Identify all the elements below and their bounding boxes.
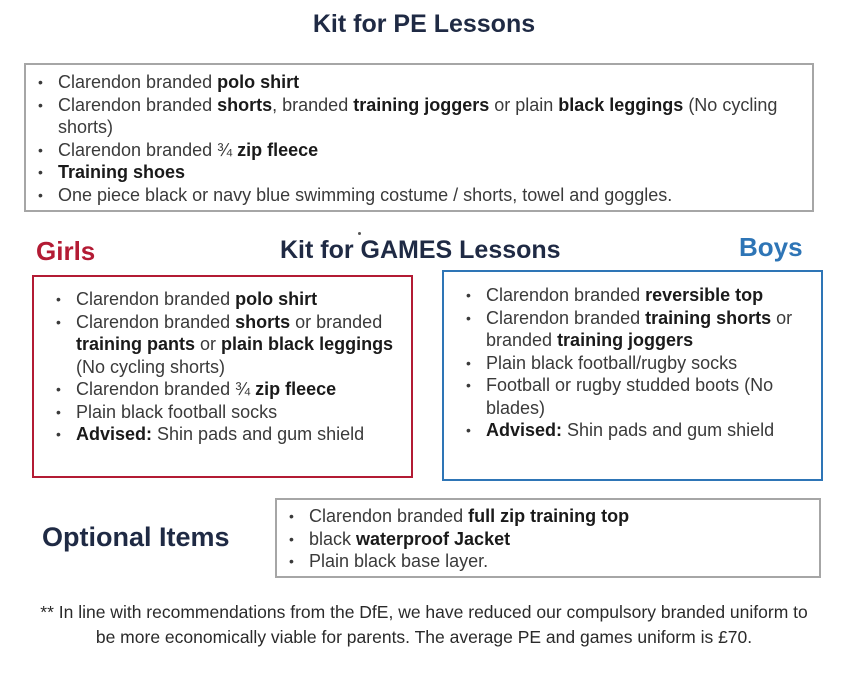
list-item-bold-text: shorts bbox=[235, 311, 291, 332]
boys-label: Boys bbox=[739, 232, 803, 262]
list-item: Plain black base layer. bbox=[287, 550, 811, 573]
list-item-text: or branded bbox=[486, 307, 793, 351]
list-item-text: Clarendon branded bbox=[309, 506, 469, 526]
pe-kit-box: Clarendon branded polo shirtClarendon br… bbox=[24, 63, 814, 212]
list-item-text: Clarendon branded bbox=[486, 285, 646, 305]
list-item-text: Clarendon branded ¾ bbox=[76, 379, 256, 399]
list-item-text: Football or rugby studded boots (No blad… bbox=[486, 375, 774, 418]
list-item: Clarendon branded shorts, branded traini… bbox=[36, 94, 802, 139]
pe-kit-list: Clarendon branded polo shirtClarendon br… bbox=[36, 71, 802, 206]
list-item-text: Clarendon branded ¾ bbox=[58, 139, 238, 160]
list-item: Training shoes bbox=[36, 161, 802, 184]
decorative-dot bbox=[358, 232, 361, 235]
list-item-bold-text: plain black leggings bbox=[221, 334, 394, 354]
list-item: Clarendon branded reversible top bbox=[464, 284, 813, 307]
optional-kit-list: Clarendon branded full zip training topb… bbox=[287, 505, 811, 573]
list-item: Clarendon branded training shorts or bra… bbox=[464, 307, 813, 352]
list-item: Clarendon branded ¾ zip fleece bbox=[36, 139, 802, 162]
boys-kit-list: Clarendon branded reversible topClarendo… bbox=[464, 284, 813, 442]
list-item-bold-text: reversible top bbox=[645, 285, 764, 305]
list-item: One piece black or navy blue swimming co… bbox=[36, 184, 802, 207]
list-item: Advised: Shin pads and gum shield bbox=[464, 419, 813, 442]
list-item-text: or branded bbox=[290, 311, 383, 332]
list-item: Clarendon branded ¾ zip fleece bbox=[54, 378, 403, 401]
list-item-bold-text: zip fleece bbox=[255, 379, 337, 399]
boys-kit-box: Clarendon branded reversible topClarendo… bbox=[442, 270, 823, 481]
girls-kit-box: Clarendon branded polo shirtClarendon br… bbox=[32, 275, 413, 478]
list-item-text: Shin pads and gum shield bbox=[562, 420, 775, 440]
list-item-text: (No cycling shorts) bbox=[58, 94, 778, 138]
footnote-text: ** In line with recommendations from the… bbox=[40, 602, 808, 647]
girls-kit-list: Clarendon branded polo shirtClarendon br… bbox=[54, 288, 403, 446]
optional-title: Optional Items bbox=[42, 522, 230, 552]
list-item-bold-text: zip fleece bbox=[237, 139, 319, 160]
list-item-text: (No cycling shorts) bbox=[76, 356, 226, 377]
list-item-text: Clarendon branded bbox=[58, 94, 218, 115]
pe-title: Kit for PE Lessons bbox=[312, 10, 536, 38]
list-item-bold-text: training shorts bbox=[645, 307, 772, 328]
games-title: Kit for GAMES Lessons bbox=[280, 236, 561, 264]
list-item: Football or rugby studded boots (No blad… bbox=[464, 374, 813, 419]
optional-kit-box: Clarendon branded full zip training topb… bbox=[275, 498, 821, 578]
list-item-text: Plain black base layer. bbox=[309, 551, 489, 571]
list-item: Advised: Shin pads and gum shield bbox=[54, 423, 403, 446]
list-item-bold-text: polo shirt bbox=[217, 72, 300, 92]
list-item-text: Clarendon branded bbox=[58, 72, 218, 92]
list-item-bold-text: waterproof Jacket bbox=[356, 528, 511, 549]
list-item: Clarendon branded shorts or branded trai… bbox=[54, 311, 403, 379]
list-item-bold-text: full zip training top bbox=[468, 506, 630, 526]
list-item-bold-text: polo shirt bbox=[235, 289, 318, 309]
list-item-text: Plain black football socks bbox=[76, 401, 278, 422]
list-item-bold-text: training joggers bbox=[557, 330, 694, 350]
list-item-text: Shin pads and gum shield bbox=[152, 424, 365, 444]
list-item: Clarendon branded polo shirt bbox=[36, 71, 802, 94]
list-item-bold-text: Advised: bbox=[486, 420, 563, 440]
list-item-bold-text: training pants bbox=[76, 334, 196, 354]
list-item-text: Clarendon branded bbox=[76, 289, 236, 309]
list-item-text: Clarendon branded bbox=[486, 307, 646, 328]
list-item: Plain black football socks bbox=[54, 401, 403, 424]
list-item: Clarendon branded full zip training top bbox=[287, 505, 811, 528]
list-item: black waterproof Jacket bbox=[287, 528, 811, 551]
list-item-bold-text: shorts bbox=[217, 94, 273, 115]
list-item-bold-text: Advised: bbox=[76, 424, 153, 444]
list-item-text: or bbox=[195, 334, 222, 354]
list-item-text: or plain bbox=[489, 94, 559, 115]
list-item-text: , branded bbox=[272, 94, 354, 115]
list-item-bold-text: Training shoes bbox=[58, 162, 186, 182]
list-item-text: One piece black or navy blue swimming co… bbox=[58, 184, 673, 205]
list-item: Plain black football/rugby socks bbox=[464, 352, 813, 375]
girls-label: Girls bbox=[36, 236, 96, 266]
list-item-text: Plain black football/rugby socks bbox=[486, 352, 738, 373]
list-item-text: Clarendon branded bbox=[76, 311, 236, 332]
list-item-text: black bbox=[309, 528, 357, 549]
list-item-bold-text: training joggers bbox=[353, 94, 490, 115]
list-item-bold-text: black leggings bbox=[558, 94, 684, 115]
list-item: Clarendon branded polo shirt bbox=[54, 288, 403, 311]
